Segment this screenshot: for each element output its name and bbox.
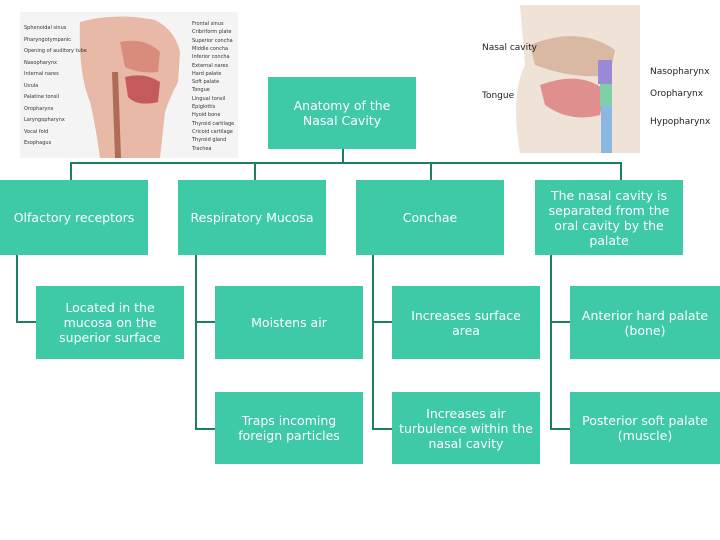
drop-col-3 xyxy=(430,162,432,180)
spine-col-3 xyxy=(372,255,374,430)
figure-label: Uvula xyxy=(24,82,39,89)
figure-label: Frontal sinus xyxy=(192,21,224,27)
header-conchae: Conchae xyxy=(356,180,504,255)
branch-col-3-2 xyxy=(372,428,392,430)
child-air-turbulence: Increases air turbulence within the nasa… xyxy=(392,392,540,464)
figure-label: Hard palate xyxy=(192,70,222,77)
figure-label: Internal nares xyxy=(24,71,59,77)
figure-label: Inferior concha xyxy=(192,54,230,61)
spine-col-1 xyxy=(16,255,18,323)
figure-label: Sphenoidal sinus xyxy=(24,25,67,31)
figure-label: Palatine tonsil xyxy=(24,94,60,100)
child-surface-area: Increases surface area xyxy=(392,286,540,359)
figure-label: Opening of auditory tube xyxy=(24,48,87,54)
root-node: Anatomy of the Nasal Cavity xyxy=(268,77,416,149)
figure-label: Thyroid cartilage xyxy=(192,120,235,127)
child-olfactory-location: Located in the mucosa on the superior su… xyxy=(36,286,184,359)
figure-label: Cribriform plate xyxy=(192,29,232,36)
figure-label: Nasal cavity xyxy=(482,43,537,53)
figure-label: Soft palate xyxy=(192,79,220,86)
branch-col-2-2 xyxy=(195,428,215,430)
figure-label: Tongue xyxy=(192,87,210,94)
figure-label: Trachea xyxy=(192,145,212,152)
child-traps-particles: Traps incoming foreign particles xyxy=(215,392,363,464)
figure-label: Pharyngotympanic xyxy=(24,36,71,43)
head-sagittal-illustration xyxy=(79,16,180,158)
branch-col-2-1 xyxy=(195,321,215,323)
root-stem xyxy=(342,149,344,163)
drop-col-2 xyxy=(254,162,256,180)
figure-label: Tongue xyxy=(482,91,515,101)
figure-label: Nasopharynx xyxy=(650,67,710,77)
figure-label: Nasopharynx xyxy=(24,59,58,66)
child-moistens-air: Moistens air xyxy=(215,286,363,359)
figure-label: Hyoid bone xyxy=(192,112,221,119)
spine-col-2 xyxy=(195,255,197,430)
child-soft-palate: Posterior soft palate (muscle) xyxy=(570,392,720,464)
branch-col-4-2 xyxy=(550,428,570,430)
spine-col-4 xyxy=(550,255,552,430)
figure-label: Hypopharynx xyxy=(650,117,711,127)
figure-label: Oropharynx xyxy=(24,105,54,112)
branch-col-1-1 xyxy=(16,321,36,323)
figure-label: Cricoid cartilage xyxy=(192,128,233,135)
figure-label: External nares xyxy=(192,62,229,69)
figure-label: Oropharynx xyxy=(650,89,704,99)
branch-col-4-1 xyxy=(550,321,570,323)
figure-label: Vocal fold xyxy=(24,128,49,135)
figure-label: Superior concha xyxy=(192,37,233,44)
header-respiratory-mucosa: Respiratory Mucosa xyxy=(178,180,326,255)
figure-label: Thyroid gland xyxy=(192,137,227,144)
branch-col-3-1 xyxy=(372,321,392,323)
figure-label: Laryngopharynx xyxy=(24,117,65,123)
top-bus xyxy=(70,162,621,164)
figure-label: Middle concha xyxy=(192,45,229,52)
figure-label: Esophagus xyxy=(24,140,52,146)
header-palate: The nasal cavity is separated from the o… xyxy=(535,180,683,255)
drop-col-4 xyxy=(620,162,622,180)
figure-label: Epiglottis xyxy=(192,104,216,110)
pharynx-illustration xyxy=(516,5,640,153)
child-hard-palate: Anterior hard palate (bone) xyxy=(570,286,720,359)
drop-col-1 xyxy=(70,162,72,180)
figure-label: Lingual tonsil xyxy=(192,95,226,102)
header-olfactory-receptors: Olfactory receptors xyxy=(0,180,148,255)
